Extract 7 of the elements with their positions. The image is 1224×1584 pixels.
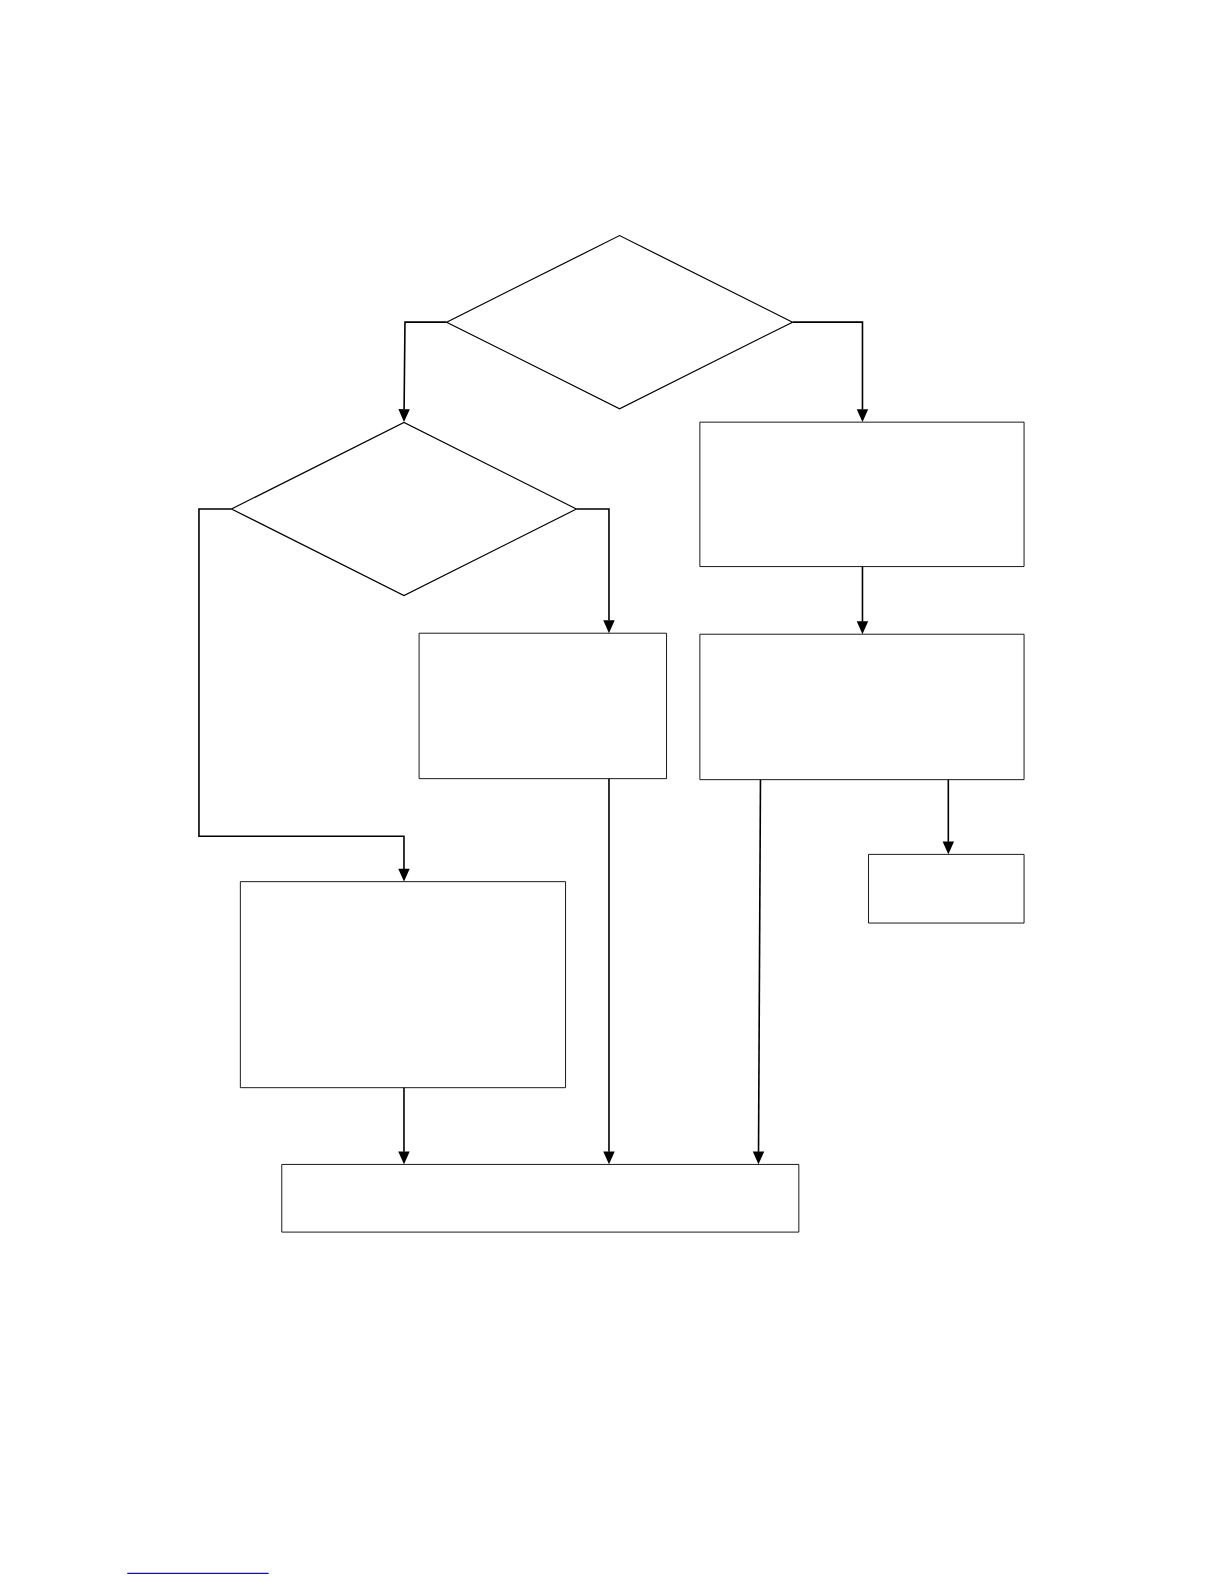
- process-box: [239, 881, 566, 1089]
- process-box: [418, 632, 667, 780]
- decision-diamond: [445, 234, 794, 410]
- process-box: [699, 633, 1025, 781]
- process-box: [699, 421, 1025, 568]
- process-box: [281, 1164, 800, 1233]
- process-box: [868, 853, 1025, 924]
